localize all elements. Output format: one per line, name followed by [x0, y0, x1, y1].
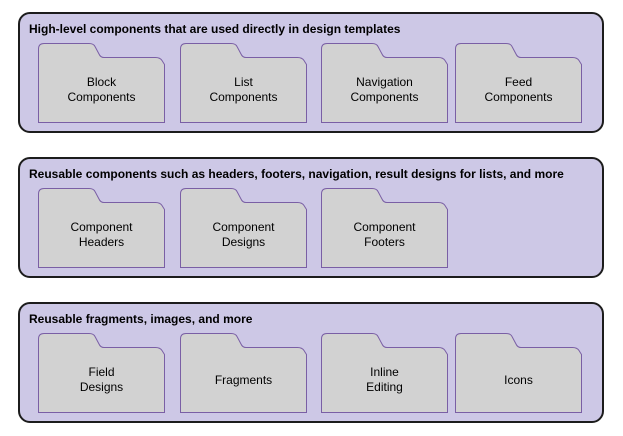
folder-component-footers: Component Footers [321, 188, 448, 268]
folder-icon [321, 333, 448, 413]
folder-label: Feed Components [484, 75, 553, 104]
folder-navigation-components: Navigation Components [321, 43, 448, 123]
folder-icons: Icons [455, 333, 582, 413]
group-title: Reusable fragments, images, and more [29, 312, 253, 326]
folder-field-designs: Field Designs [38, 333, 165, 413]
folder-icon [180, 43, 307, 123]
group-title: Reusable components such as headers, foo… [29, 167, 564, 181]
folder-label: Component Footers [353, 220, 416, 249]
folder-label: Icons [504, 372, 533, 387]
folder-label: Field Designs [79, 365, 124, 394]
folder-icon [38, 333, 165, 413]
folder-label: Inline Editing [366, 365, 403, 394]
folder-icon [455, 333, 582, 413]
folder-label: Component Headers [70, 220, 133, 249]
group-reusable-fragments: Reusable fragments, images, and more Fie… [18, 302, 604, 423]
folder-icon [321, 43, 448, 123]
folder-component-designs: Component Designs [180, 188, 307, 268]
folder-icon [180, 188, 307, 268]
group-title: High-level components that are used dire… [29, 22, 401, 36]
folder-label: Fragments [214, 372, 273, 387]
folder-component-headers: Component Headers [38, 188, 165, 268]
folder-feed-components: Feed Components [455, 43, 582, 123]
folder-icon [38, 43, 165, 123]
folder-block-components: Block Components [38, 43, 165, 123]
folder-label: Navigation Components [350, 75, 419, 104]
group-reusable-components: Reusable components such as headers, foo… [18, 157, 604, 278]
group-high-level-components: High-level components that are used dire… [18, 12, 604, 133]
folder-label: Component Designs [212, 220, 275, 249]
folder-icon [180, 333, 307, 413]
folder-icon [38, 188, 165, 268]
folder-label: Block Components [67, 75, 136, 104]
folder-inline-editing: Inline Editing [321, 333, 448, 413]
folder-icon [455, 43, 582, 123]
folder-icon [321, 188, 448, 268]
folder-label: List Components [209, 75, 278, 104]
folder-fragments: Fragments [180, 333, 307, 413]
folder-list-components: List Components [180, 43, 307, 123]
